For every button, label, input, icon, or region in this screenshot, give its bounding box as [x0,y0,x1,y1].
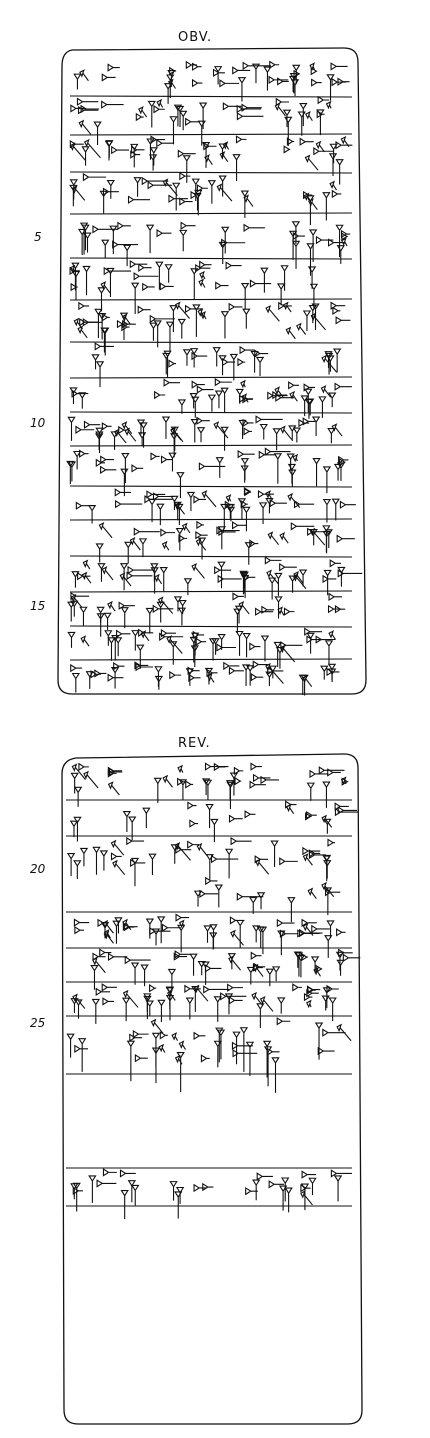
line-number-10: 10 [30,416,46,430]
line-number-25: 25 [30,1016,46,1030]
reverse-cuneiform-signs [66,762,361,1220]
line-number-5: 5 [34,230,42,244]
reverse-tablet [61,753,363,1425]
obverse-line-rules [69,95,353,661]
line-number-20: 20 [30,862,46,876]
obverse-tablet [57,47,367,696]
reverse-outline [61,753,363,1425]
obverse-outline [57,47,367,695]
reverse-line-rules [66,799,352,1207]
line-number-15: 15 [30,599,46,613]
obverse-label: OBV. [178,30,213,45]
obverse-cuneiform-signs [66,60,363,696]
reverse-label: REV. [178,736,211,751]
